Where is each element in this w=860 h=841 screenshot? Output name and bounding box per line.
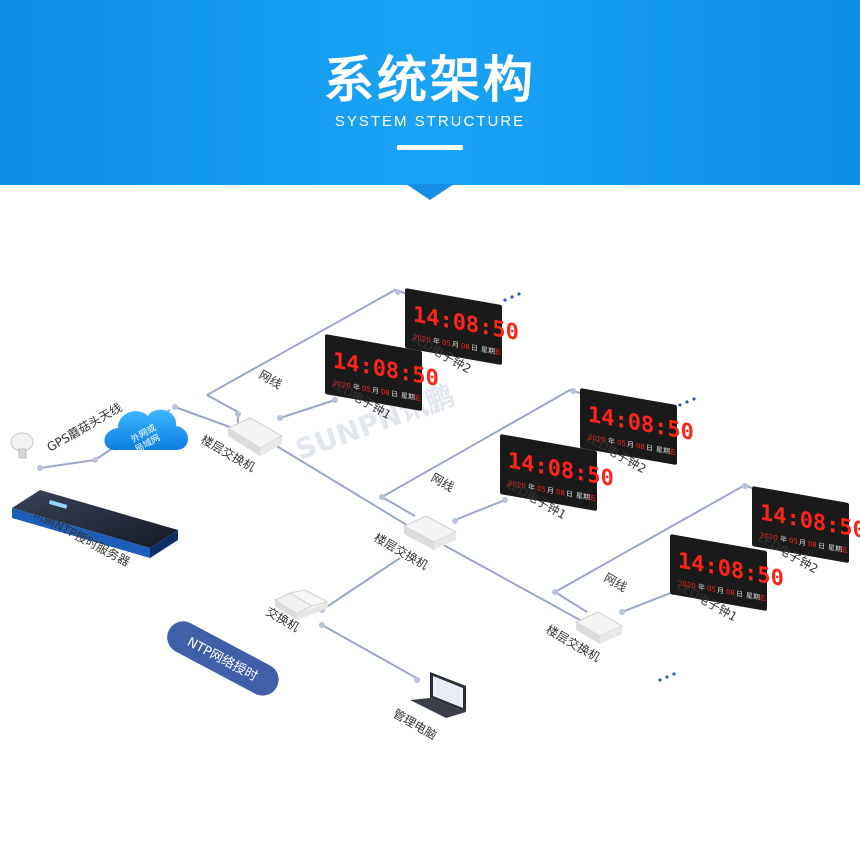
led-clock-3-1: 14:08:50 2020 年 05 月 08 日 星期 五 — [670, 534, 784, 611]
line-dots — [37, 289, 748, 683]
clock-year: 2020 — [588, 432, 606, 444]
clock-month: 05 — [707, 584, 716, 595]
clock-day-unit: 日 — [391, 389, 398, 399]
clock-day: 08 — [556, 487, 565, 498]
clock-month: 05 — [442, 338, 451, 349]
clock-week-value: 五 — [589, 493, 596, 503]
clock-year-unit: 年 — [528, 482, 535, 492]
ntp-server-icon — [12, 490, 178, 558]
title-underline — [397, 145, 463, 150]
clock-month: 05 — [789, 536, 798, 547]
switch-floor-3-icon — [574, 611, 624, 644]
clock-day: 08 — [636, 441, 645, 452]
page-title: 系统架构 — [324, 51, 536, 109]
clock-day: 08 — [726, 587, 735, 598]
clock-month-unit: 月 — [547, 485, 554, 495]
clock-day-unit: 日 — [818, 541, 825, 551]
switch-floor-2-icon — [402, 515, 458, 550]
clock-day: 08 — [808, 539, 817, 550]
clock-year: 2020 — [333, 378, 351, 390]
clock-week-value: 五 — [414, 393, 421, 403]
clock-year-unit: 年 — [433, 336, 440, 346]
led-clock-2-1: 14:08:50 2020 年 05 月 08 日 星期 五 — [500, 434, 614, 511]
clock-week-label: 星期 — [746, 590, 760, 601]
clock-year: 2020 — [678, 578, 696, 590]
led-clock-1-1: 14:08:50 2020 年 05 月 08 日 星期 五 — [325, 334, 439, 411]
cable-label-2: 网线 — [429, 470, 457, 494]
clock-year-unit: 年 — [698, 582, 705, 592]
computer-label: 管理电脑 — [391, 706, 440, 743]
cable-label-3: 网线 — [602, 570, 630, 594]
clock-day-unit: 日 — [736, 589, 743, 599]
clock-year: 2020 — [413, 332, 431, 344]
clock-month-unit: 月 — [799, 537, 806, 547]
more-dots-1 — [503, 292, 521, 302]
cable-label-1: 网线 — [257, 367, 285, 391]
clock-week-value: 五 — [759, 593, 766, 603]
clock-month: 05 — [362, 384, 371, 395]
clock-day-unit: 日 — [566, 489, 573, 499]
led-clock-2-2: 14:08:50 2020 年 05 月 08 日 星期 五 — [580, 388, 694, 465]
clock-month: 05 — [617, 438, 626, 449]
more-dots-3 — [658, 672, 676, 682]
more-dots-2 — [678, 397, 696, 407]
clock-year-unit: 年 — [780, 534, 787, 544]
clock-week-label: 星期 — [828, 542, 842, 553]
switch-main-icon — [273, 589, 330, 620]
clock-week-value: 五 — [669, 447, 676, 457]
page-subtitle: SYSTEM STRUCTURE — [334, 113, 526, 130]
ntp-badge: NTP网络授时 — [167, 621, 279, 696]
clock-year: 2020 — [760, 530, 778, 542]
switch-floor-1-icon — [226, 417, 284, 456]
laptop-icon — [410, 672, 466, 718]
clock-day-unit: 日 — [471, 343, 478, 353]
gps-antenna-icon — [10, 432, 34, 459]
clock-year-unit: 年 — [608, 436, 615, 446]
led-clock-1-2: 14:08:50 2020 年 05 月 08 日 星期 五 — [405, 288, 519, 365]
clock-week-label: 星期 — [481, 344, 495, 355]
header-banner: 系统架构 SYSTEM STRUCTURE — [0, 0, 860, 185]
clock-day: 08 — [381, 387, 390, 398]
clock-week-label: 星期 — [576, 490, 590, 501]
clock-week-value: 五 — [841, 545, 848, 555]
clock-week-value: 五 — [494, 347, 501, 357]
clock-year-unit: 年 — [353, 382, 360, 392]
clock-month: 05 — [537, 484, 546, 495]
clock-week-label: 星期 — [656, 444, 670, 455]
clock-month-unit: 月 — [452, 339, 459, 349]
clock-month-unit: 月 — [627, 439, 634, 449]
cloud-icon: 外网或 局域网 — [104, 409, 188, 455]
clock-day-unit: 日 — [646, 443, 653, 453]
clock-year: 2020 — [508, 478, 526, 490]
clock-day: 08 — [461, 341, 470, 352]
clock-month-unit: 月 — [372, 385, 379, 395]
clock-month-unit: 月 — [717, 585, 724, 595]
header-notch — [406, 184, 454, 200]
clock-week-label: 星期 — [401, 390, 415, 401]
led-clock-3-2: 14:08:50 2020 年 05 月 08 日 星期 五 — [752, 486, 860, 563]
